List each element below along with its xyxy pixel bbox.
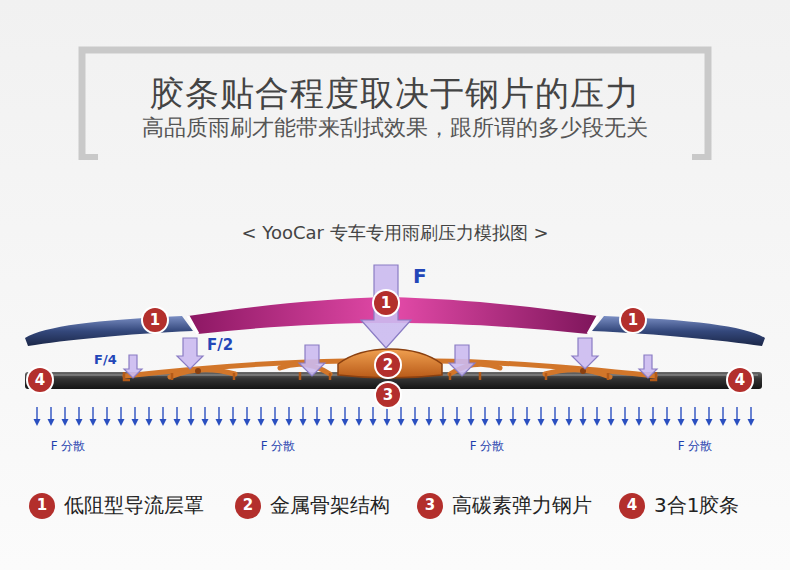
callout-number: 1 — [621, 308, 645, 332]
legend-entry: 1 低阻型导流层罩 — [29, 492, 204, 519]
frame-center-body — [338, 349, 442, 378]
legend-number: 1 — [37, 498, 47, 513]
legend-text: 低阻型导流层罩 — [64, 492, 204, 519]
callout-text: 1 — [628, 313, 638, 328]
frame-rivet — [195, 368, 201, 374]
diagram-heading: < YooCar 专车专用雨刷压力模拟图 > — [242, 222, 549, 244]
callout-text: 4 — [735, 373, 745, 388]
subtitle: 高品质雨刷才能带来刮拭效果，跟所谓的多少段无关 — [142, 115, 648, 141]
callout-text: 1 — [150, 313, 160, 328]
legend-number: 4 — [627, 498, 637, 513]
force-label: F/2 — [207, 336, 233, 354]
force-label: F/4 — [94, 352, 117, 368]
callout-text: 4 — [35, 373, 45, 388]
legend-entry: 4 3合1胶条 — [619, 492, 739, 519]
force-spread-label: F 分散 — [470, 439, 505, 453]
force-arrow — [124, 265, 657, 378]
force-spread-label: F 分散 — [678, 439, 713, 453]
force-label: F — [413, 264, 427, 288]
callout-number: 4 — [728, 368, 752, 392]
callout-number: 1 — [143, 308, 167, 332]
force-spread-label: F 分散 — [51, 439, 86, 453]
legend-entry: 3 高碳素弹力钢片 — [417, 492, 592, 519]
callout-number: 2 — [376, 353, 400, 377]
legend-text: 3合1胶条 — [654, 492, 739, 519]
callout-text: 2 — [383, 358, 393, 373]
distributed-force-arrows — [30, 406, 758, 428]
legend-number: 2 — [243, 498, 253, 513]
legend-swatch: 4 — [619, 493, 645, 519]
page-title: 胶条贴合程度取决于钢片的压力 — [150, 73, 640, 114]
title-frame — [82, 50, 708, 160]
legend-swatch: 3 — [417, 493, 443, 519]
legend-entry: 2 金属骨架结构 — [235, 492, 390, 519]
legend-swatch: 2 — [235, 493, 261, 519]
force-spread-label: F 分散 — [261, 439, 296, 453]
callout-number: 1 — [374, 291, 398, 315]
spoiler-right — [592, 316, 765, 346]
callout-number: 4 — [28, 368, 52, 392]
legend-swatch: 1 — [29, 493, 55, 519]
title-frame-foot — [79, 154, 711, 160]
callout-text: 1 — [381, 296, 391, 311]
callout-number: 3 — [376, 383, 400, 407]
legend-number: 3 — [425, 498, 435, 513]
legend-text: 高碳素弹力钢片 — [452, 492, 592, 519]
legend-text: 金属骨架结构 — [270, 492, 390, 519]
callout-text: 3 — [383, 388, 393, 403]
spoiler-left — [25, 316, 193, 346]
